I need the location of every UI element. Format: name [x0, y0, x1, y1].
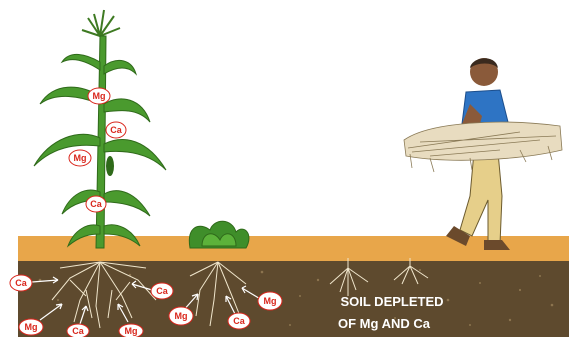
badge-mg-soil-lettuce-left: Mg: [169, 307, 193, 325]
caption-line-1: SOIL DEPLETED: [340, 294, 443, 309]
badge-ca-lower-label: Ca: [90, 199, 102, 209]
badge-mg-soil-lettuce-right: Mg: [258, 292, 282, 310]
soil-body: [18, 261, 569, 337]
badge-mg-soil-bottom-right-label: Mg: [125, 326, 138, 336]
badge-ca-soil-bottom-label: Ca: [72, 326, 84, 336]
caption-line-2: OF Mg AND Ca: [338, 316, 431, 331]
badge-ca-soil-right-of-corn: Ca: [151, 283, 173, 299]
ear-of-corn: [106, 156, 114, 176]
badge-ca-soil-lettuce-label: Ca: [233, 316, 245, 326]
badge-ca-soil-right-of-corn-label: Ca: [156, 286, 168, 296]
badge-ca-soil-left-label: Ca: [15, 278, 27, 288]
badge-mg-soil-lettuce-left-label: Mg: [175, 311, 188, 321]
badge-mg-upper-label: Mg: [93, 91, 106, 101]
badge-mg-upper: Mg: [88, 88, 110, 104]
badge-mg-soil-bottom-right: Mg: [119, 324, 143, 337]
badge-mg-soil-bottom-left-label: Mg: [25, 322, 38, 332]
badge-ca-soil-left: Ca: [10, 275, 32, 291]
badge-mg-middle: Mg: [69, 150, 91, 166]
badge-ca-lower: Ca: [86, 196, 106, 212]
badge-ca-soil-lettuce: Ca: [228, 313, 250, 329]
badge-ca-soil-bottom: Ca: [67, 324, 89, 337]
badge-mg-soil-lettuce-right-label: Mg: [264, 296, 277, 306]
badge-mg-middle-label: Mg: [74, 153, 87, 163]
badge-ca-upper: Ca: [106, 122, 126, 138]
badge-ca-upper-label: Ca: [110, 125, 122, 135]
badge-mg-soil-bottom-left: Mg: [19, 319, 43, 335]
